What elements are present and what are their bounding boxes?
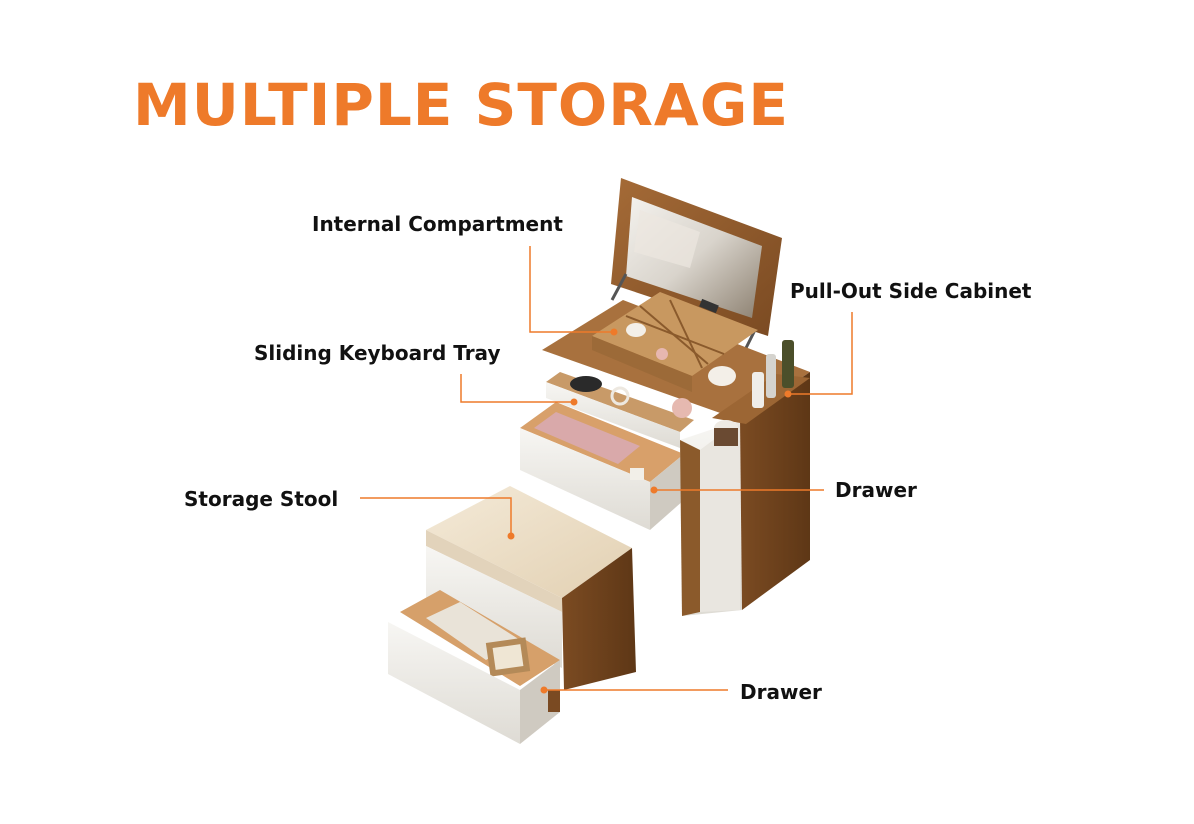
label-storage-stool: Storage Stool bbox=[184, 487, 339, 511]
callout-dot bbox=[540, 686, 548, 694]
internal-compartment-tray bbox=[592, 292, 758, 392]
callout-dot bbox=[610, 328, 618, 336]
side-cabinet bbox=[712, 340, 810, 446]
page-title: MULTIPLE STORAGE bbox=[133, 71, 790, 139]
callout-dot bbox=[570, 398, 578, 406]
callout-line-storage-stool bbox=[360, 497, 512, 536]
label-pull-out-side-cabinet: Pull-Out Side Cabinet bbox=[790, 279, 1032, 303]
label-drawer-lower: Drawer bbox=[740, 680, 822, 704]
label-sliding-keyboard-tray: Sliding Keyboard Tray bbox=[254, 341, 501, 365]
keyboard-tray bbox=[546, 372, 694, 448]
callout-dot bbox=[650, 486, 658, 494]
label-internal-compartment: Internal Compartment bbox=[312, 212, 563, 236]
storage-stool bbox=[388, 486, 636, 744]
upper-drawer bbox=[520, 402, 684, 530]
callout-dot bbox=[784, 390, 792, 398]
callout-line-internal-compartment bbox=[529, 246, 614, 333]
callout-dot bbox=[507, 532, 515, 540]
callout-line-keyboard-tray bbox=[460, 374, 574, 403]
callout-line-side-cabinet bbox=[788, 312, 853, 395]
label-drawer-upper: Drawer bbox=[835, 478, 917, 502]
